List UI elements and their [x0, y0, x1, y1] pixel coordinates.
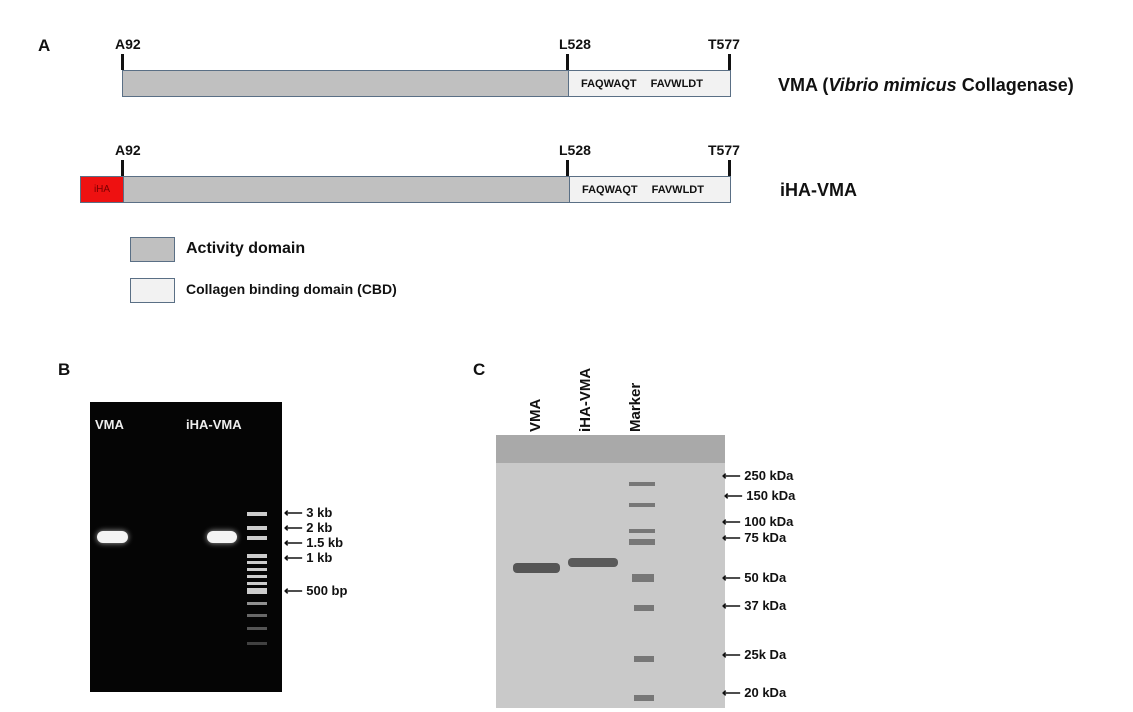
marker-l528: L528 [559, 142, 591, 158]
motif: FAQWAQT [582, 183, 638, 196]
size-marker: ⟵ 100 kDa [722, 514, 794, 529]
protein-marker-ladder [629, 482, 655, 701]
cbd-domain: FAQWAQT FAVWLDT [569, 71, 730, 96]
size-marker: ⟵ 2 kb [284, 520, 333, 535]
construct-title: VMA (Vibrio mimicus Collagenase) [778, 75, 1074, 95]
size-marker: ⟵ 75 kDa [722, 530, 787, 545]
agarose-gel: VMA iHA-VMA [90, 402, 282, 692]
size-marker: ⟵ 3 kb [284, 505, 333, 520]
size-marker: ⟵ 500 bp [284, 583, 348, 598]
motif: FAVWLDT [650, 77, 703, 90]
legend-swatch-cbd [130, 278, 175, 303]
size-marker: ⟵ 20 kDa [722, 685, 787, 700]
domain-bar: iHA FAQWAQT FAVWLDT [80, 176, 731, 203]
marker-a92: A92 [115, 36, 141, 52]
lane-label: Marker [627, 382, 644, 432]
marker-t577: T577 [708, 36, 740, 52]
activity-domain [124, 177, 570, 202]
size-marker: ⟵ 250 kDa [722, 468, 794, 483]
panel-a-label: A [38, 36, 51, 55]
motif: FAQWAQT [581, 77, 637, 90]
panel-b-label: B [58, 360, 71, 379]
lane-label: VMA [95, 417, 124, 432]
legend-label: Activity domain [186, 240, 306, 257]
marker-l528: L528 [559, 36, 591, 52]
legend-swatch-activity [130, 237, 175, 262]
gel-top [496, 435, 725, 463]
size-marker: ⟵ 1 kb [284, 550, 333, 565]
legend-label: Collagen binding domain (CBD) [186, 281, 397, 297]
lane-label: VMA [527, 398, 544, 432]
activity-domain [123, 71, 569, 96]
size-marker: ⟵ 1.5 kb [284, 535, 344, 550]
lane-label: iHA-VMA [577, 367, 594, 432]
protein-band [513, 563, 560, 573]
panel-c-label: C [473, 360, 486, 379]
size-marker: ⟵ 50 kDa [722, 570, 787, 585]
cbd-domain: FAQWAQT FAVWLDT [570, 177, 730, 202]
size-marker: ⟵ 25k Da [722, 647, 787, 662]
size-marker: ⟵ 150 kDa [724, 488, 796, 503]
dna-band [97, 531, 128, 543]
iha-tag: iHA [81, 177, 124, 202]
domain-bar: FAQWAQT FAVWLDT [122, 70, 731, 97]
size-marker: ⟵ 37 kDa [722, 598, 787, 613]
motif: FAVWLDT [651, 183, 704, 196]
dna-ladder [247, 512, 267, 645]
sds-page-gel [496, 435, 725, 708]
lane-label: iHA-VMA [186, 417, 242, 432]
protein-band [568, 558, 618, 567]
construct-title: iHA-VMA [780, 180, 857, 200]
marker-t577: T577 [708, 142, 740, 158]
dna-band [207, 531, 237, 543]
marker-a92: A92 [115, 142, 141, 158]
